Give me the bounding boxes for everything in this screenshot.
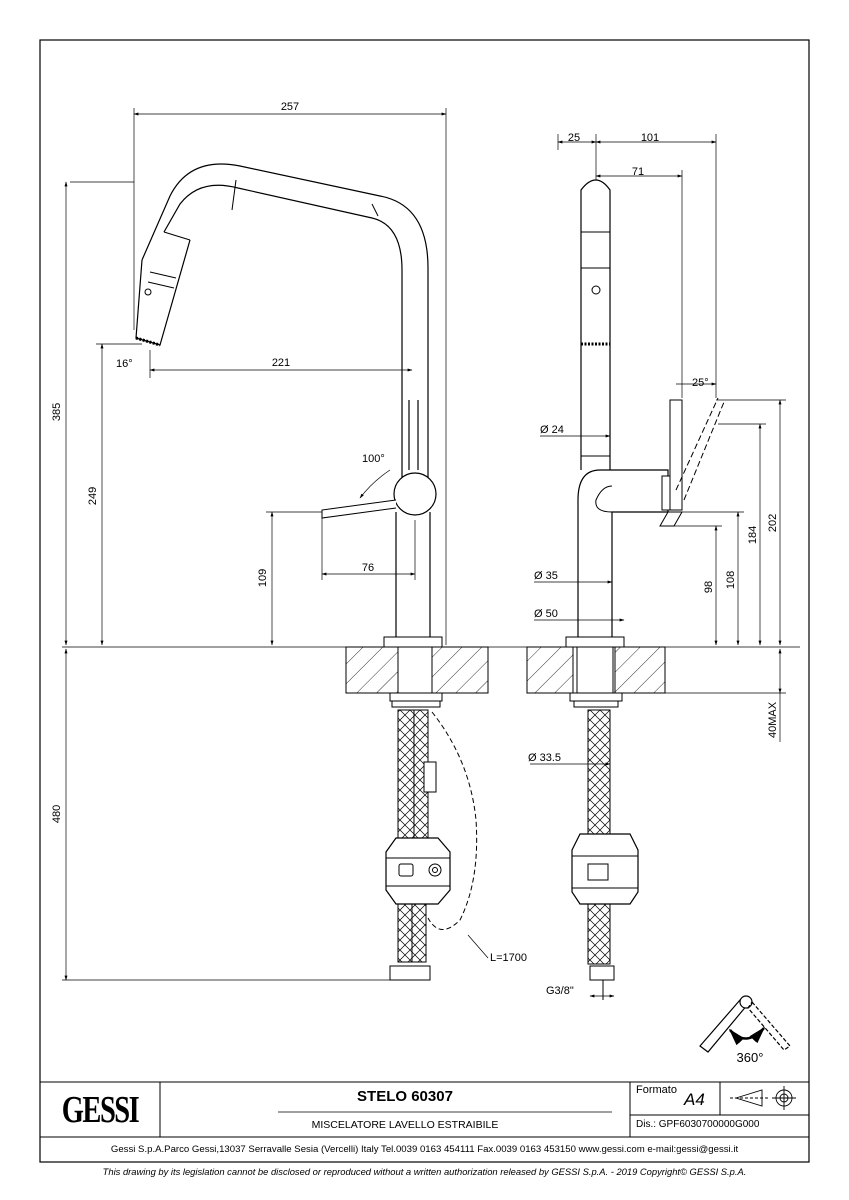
product-description: MISCELATORE LAVELLO ESTRAIBILE <box>311 1119 499 1131</box>
projection-symbol-icon <box>730 1086 796 1110</box>
dim-385: 385 <box>51 403 63 421</box>
front-dimensions <box>62 108 489 981</box>
dim-101: 101 <box>641 132 659 144</box>
sheet-border <box>39 39 810 1163</box>
dim-dia-24: Ø 24 <box>540 424 564 436</box>
dim-16-deg: 16° <box>116 358 133 370</box>
dim-hose-length: L=1700 <box>490 952 527 964</box>
dim-g38: G3/8" <box>546 985 574 997</box>
legal-notice: This drawing by its legislation cannot b… <box>102 1166 747 1177</box>
dim-249: 249 <box>87 487 99 505</box>
drawing-number: Dis.: GPF6030700000G000 <box>636 1119 760 1130</box>
dim-25-deg: 25° <box>692 377 709 389</box>
dim-184: 184 <box>747 526 759 544</box>
side-countertop-left <box>526 646 574 694</box>
dim-76: 76 <box>362 562 374 574</box>
formato-label: Formato <box>636 1084 677 1096</box>
dim-25: 25 <box>568 132 580 144</box>
dim-98: 98 <box>703 581 715 593</box>
dim-109: 109 <box>257 569 269 587</box>
rotation-360-icon <box>699 995 791 1053</box>
rotation-label: 360° <box>737 1050 764 1065</box>
dim-480: 480 <box>51 805 63 823</box>
company-line: Gessi S.p.A.Parco Gessi,13037 Serravalle… <box>110 1144 739 1155</box>
dim-221: 221 <box>272 357 290 369</box>
front-countertop-left <box>345 646 399 694</box>
dim-202: 202 <box>767 514 779 532</box>
dim-40max: 40MAX <box>767 701 779 738</box>
dim-dia-35: Ø 35 <box>534 570 558 582</box>
dim-71: 71 <box>632 166 644 178</box>
side-dimensions <box>530 134 786 998</box>
title-block: GESSI STELO 60307 MISCELATORE LAVELLO ES… <box>40 1082 809 1162</box>
product-title: STELO 60307 <box>357 1088 453 1105</box>
dim-108: 108 <box>725 571 737 589</box>
front-view <box>62 163 800 981</box>
side-view <box>526 179 725 1000</box>
formato-value: A4 <box>684 1090 705 1109</box>
dim-100-deg: 100° <box>362 453 385 465</box>
gessi-logo: GESSI <box>61 1088 140 1131</box>
titleblock-grid <box>40 1081 809 1163</box>
dim-dia-33-5: Ø 33.5 <box>528 752 561 764</box>
front-countertop-right <box>431 646 489 694</box>
dim-257: 257 <box>281 101 299 113</box>
side-countertop-right <box>614 646 666 694</box>
dim-dia-50: Ø 50 <box>534 608 558 620</box>
